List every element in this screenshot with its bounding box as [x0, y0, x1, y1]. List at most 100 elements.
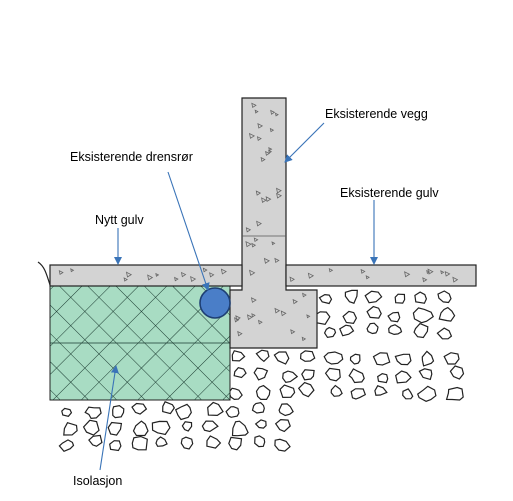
concrete-speckle — [245, 240, 252, 248]
concrete-speckle — [58, 269, 64, 275]
concrete-speckle — [246, 314, 253, 321]
gravel-stone — [61, 407, 73, 417]
concrete-speckle — [271, 241, 276, 246]
gravel-stone — [339, 324, 355, 337]
concrete-speckle — [265, 196, 272, 202]
gravel-stone — [207, 401, 224, 417]
gravel-stone — [418, 368, 433, 381]
concrete-speckle — [260, 156, 266, 162]
gravel-stone — [436, 327, 453, 340]
gravel-stone — [253, 367, 269, 381]
gravel-stone — [279, 384, 296, 399]
foundation-concrete — [229, 97, 318, 349]
concrete-speckle — [289, 276, 295, 283]
gravel-stone — [132, 420, 149, 437]
concrete-speckle — [302, 292, 307, 298]
gravel-stone — [330, 384, 343, 397]
concrete-speckle — [251, 313, 256, 318]
gravel-stone — [131, 435, 148, 451]
concrete-speckle — [257, 123, 264, 129]
gravel-stone — [274, 418, 291, 433]
concrete-speckle — [328, 267, 334, 273]
concrete-speckle — [276, 187, 282, 194]
concrete-speckle — [251, 242, 257, 248]
concrete-speckle — [276, 192, 283, 199]
concrete-speckle — [251, 102, 257, 109]
concrete-speckle — [245, 227, 252, 233]
gravel-stone — [394, 293, 406, 304]
concrete-speckle — [70, 268, 75, 273]
gravel-stone — [394, 353, 412, 366]
gravel-stone — [364, 290, 383, 304]
concrete-speckle — [269, 127, 275, 133]
gravel-stone — [84, 406, 102, 420]
gravel-stone — [231, 350, 246, 362]
concrete-speckle — [237, 330, 243, 337]
gravel-stone — [254, 419, 267, 429]
concrete-speckle — [365, 275, 370, 280]
concrete-speckle — [254, 109, 259, 114]
gravel-stone — [155, 436, 168, 447]
gravel-stone — [445, 386, 464, 401]
leader-drain-pipe — [167, 171, 210, 291]
gravel-stone — [372, 352, 391, 366]
new-floor-slab — [49, 264, 243, 287]
gravel-stone — [438, 306, 456, 322]
concrete-speckle — [209, 272, 215, 278]
concrete-speckle — [268, 147, 273, 152]
gravel-stone — [107, 421, 123, 436]
concrete-speckle — [307, 272, 315, 279]
gravel-stone — [282, 370, 299, 383]
concrete-speckle — [220, 268, 227, 275]
gravel-stone — [254, 435, 266, 448]
leader-insulation — [99, 365, 119, 471]
concrete-speckle — [404, 271, 411, 278]
gravel-stone — [181, 421, 193, 432]
gravel-stone — [387, 311, 401, 323]
gravel-stone — [301, 369, 315, 381]
concrete-speckle — [444, 270, 451, 277]
concrete-speckle — [123, 277, 128, 282]
gravel-stone — [348, 368, 365, 384]
concrete-speckle — [360, 268, 366, 274]
concrete-speckle — [268, 149, 273, 154]
gravel-stone — [228, 436, 243, 451]
gravel-stone — [131, 402, 148, 415]
concrete-speckle — [306, 314, 311, 319]
gravel-stone — [88, 434, 103, 447]
concrete-speckle — [274, 112, 279, 117]
leader-lines — [99, 122, 378, 471]
concrete-speckle — [452, 276, 459, 283]
concrete-speckle — [292, 298, 298, 305]
concrete-speckle — [427, 268, 434, 275]
concrete-speckle — [274, 307, 281, 314]
label-existing-drain-pipe: Eksisterende drensrør — [70, 150, 193, 164]
gravel-stone — [299, 350, 316, 362]
concrete-speckle — [261, 197, 267, 203]
concrete-speckle — [290, 329, 296, 335]
gravel-stone — [349, 353, 361, 365]
gravel-stone — [366, 305, 382, 319]
gravel-stone — [342, 310, 358, 324]
concrete-speckle — [301, 336, 307, 342]
gravel-stone — [388, 324, 403, 336]
gravel-stone — [443, 352, 460, 365]
gravel-stone — [82, 419, 100, 436]
concrete-speckle — [190, 275, 197, 283]
concrete-speckle — [248, 132, 256, 139]
gravel-stone — [374, 385, 388, 396]
gravel-stone — [162, 401, 176, 415]
gravel-stone — [112, 404, 125, 419]
concrete-speckle — [147, 274, 154, 281]
concrete-speckle — [274, 257, 280, 264]
gravel-stone — [416, 385, 437, 402]
concrete-speckle — [155, 272, 160, 277]
concrete-speckles — [58, 102, 459, 342]
concrete-speckle — [258, 319, 263, 325]
concrete-speckle — [202, 267, 208, 273]
gravel-stone — [366, 322, 379, 335]
gravel-stone — [63, 421, 78, 436]
gravel-stone — [297, 381, 315, 398]
gravel-stone — [437, 290, 452, 304]
gravel-stone — [278, 403, 294, 417]
